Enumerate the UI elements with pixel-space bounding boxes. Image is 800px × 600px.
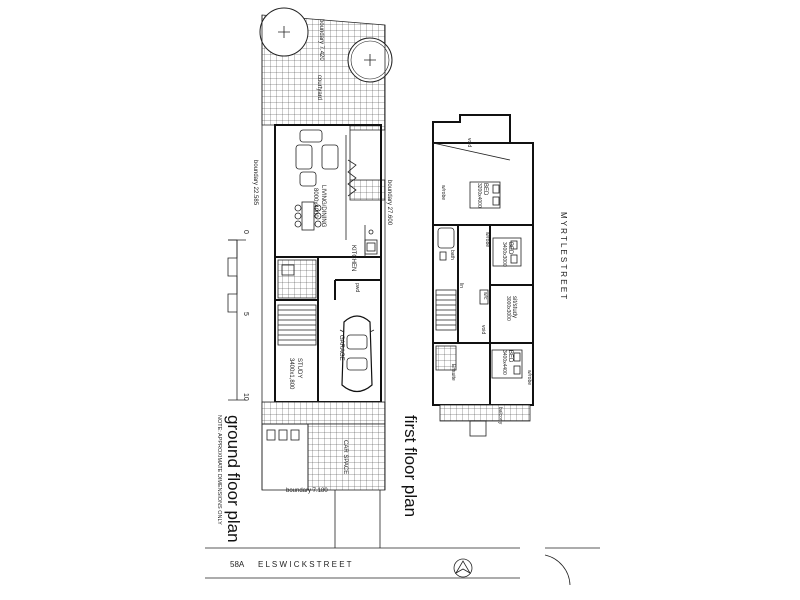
- street-context: 58A E L S W I C K S T R E E T M Y R T L …: [205, 212, 600, 586]
- car-space-label: CAR SPACE: [342, 440, 348, 474]
- scale-label-0: 0: [242, 230, 249, 234]
- staircase: [277, 304, 317, 346]
- bed-2: [492, 237, 522, 267]
- wrobe-2-label: w/robe: [484, 232, 490, 247]
- front-paving: [261, 401, 386, 425]
- first-floor-title: first floor plan: [401, 415, 420, 517]
- tree-icon: [347, 37, 393, 83]
- boundary-left-label: boundary 22.585: [252, 160, 258, 206]
- living-dining-label: LIVING/DINING: [320, 185, 326, 228]
- wrobe-3-label: w/robe: [526, 370, 532, 385]
- study-label: STUDY: [296, 358, 302, 378]
- bed-1-dim: 3200x4000: [476, 183, 482, 208]
- scale-bar: [227, 239, 246, 401]
- kitchen-label: KITCHEN: [350, 245, 356, 271]
- bed-1: [469, 181, 501, 209]
- boundary-top-label: boundary 7.420: [318, 19, 324, 61]
- bath-label: bath: [449, 250, 455, 260]
- garage-label: GARAGE: [338, 335, 344, 361]
- void-2-label: void: [480, 325, 486, 334]
- north-arrow-icon: [453, 558, 473, 578]
- living-dining-dim: 8000x4000: [312, 188, 318, 218]
- scale-label-10: 10: [242, 393, 249, 401]
- bed-3-dim: 3400x4400: [501, 350, 507, 375]
- laundry-tiles: [277, 259, 317, 299]
- sofa: [299, 129, 323, 143]
- bed-2-label: BED: [507, 242, 513, 255]
- balcony-label: balcony: [497, 407, 503, 425]
- staircase: [435, 289, 457, 331]
- void-label: void: [466, 138, 472, 147]
- scale-label-5: 5: [242, 312, 249, 316]
- study-dim: 3400x1,800: [288, 358, 294, 390]
- sitting-label: sit/study: [511, 296, 517, 318]
- armchair: [295, 144, 313, 170]
- approximate-note: NOTE: APPROXIMATE DIMENSIONS ONLY: [216, 415, 222, 525]
- car-icon: [339, 315, 375, 393]
- elswick-street-label: E L S W I C K S T R E E T: [258, 560, 352, 569]
- bed-3-label: BED: [507, 350, 513, 363]
- first-floor-plan: void w/robe BED 3200x4000 w/robe BED 340…: [401, 114, 534, 517]
- wic-label: w/c: [482, 292, 488, 300]
- courtyard-label: courtyard: [316, 75, 322, 100]
- bed-2-dim: 3400x3000: [501, 242, 507, 267]
- balcony-paving: [439, 404, 531, 422]
- bifold-door: [347, 159, 357, 197]
- pwd-label: pwd: [354, 283, 360, 292]
- dining-table: [301, 201, 315, 231]
- lot-number: 58A: [230, 560, 245, 569]
- boundary-right-label: boundary 27.600: [386, 180, 392, 226]
- boundary-bottom-label: boundary 7.180: [286, 488, 328, 494]
- bed-1-label: BED: [482, 183, 488, 196]
- bed-3: [491, 349, 523, 379]
- ensuite-label: Ensuite: [450, 364, 456, 381]
- bathtub: [437, 227, 455, 249]
- myrtle-street-label: M Y R T L E S T R E E T: [559, 212, 568, 299]
- sitting-dim: 3000x3000: [505, 296, 511, 321]
- ensuite-tiles: [435, 345, 457, 371]
- wrobe-1-label: w/robe: [440, 185, 446, 200]
- ground-floor-plan: boundary 7.420 courtyard boundary 22.585…: [216, 7, 393, 548]
- ground-floor-title: ground floor plan: [224, 415, 243, 543]
- tree-icon: [259, 7, 309, 57]
- lin-label: lin: [458, 283, 464, 288]
